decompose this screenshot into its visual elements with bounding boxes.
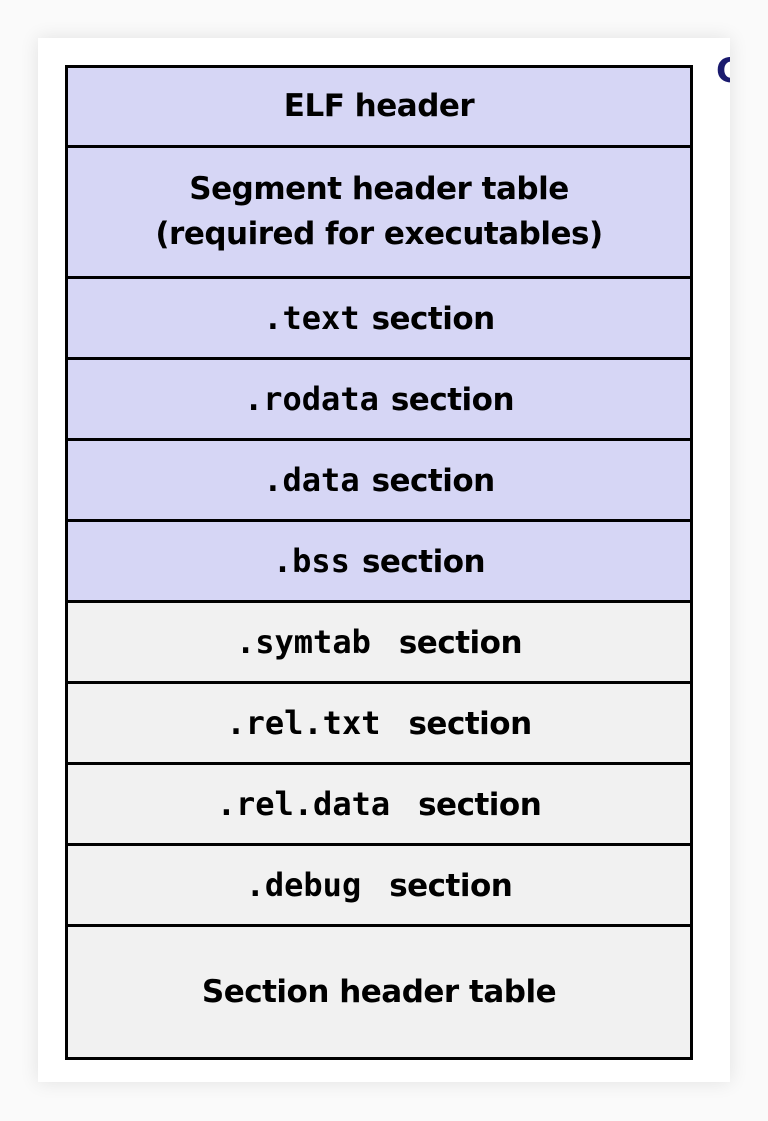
text-section-suffix: section: [371, 300, 496, 337]
elf-object-file-layout: ELF header Segment header table (require…: [65, 65, 693, 1060]
bss-section-name: .bss: [272, 541, 350, 580]
bss-section-suffix: section: [361, 543, 486, 580]
section-header-table-row: Section header table: [68, 927, 690, 1057]
symtab-section-suffix: section: [398, 624, 523, 661]
rel-txt-section-suffix: section: [408, 705, 532, 742]
text-section-name: .text: [263, 298, 360, 337]
rodata-section-name: .rodata: [243, 379, 379, 418]
rel-txt-section-row: .rel.txt section: [68, 684, 690, 765]
slide-card: C ELF header Segment header table (requi…: [38, 38, 730, 1082]
data-section-name: .data: [263, 460, 360, 499]
section-header-table-label: Section header table: [201, 973, 557, 1010]
segment-header-table-row: Segment header table (required for execu…: [68, 148, 690, 279]
symtab-section-row: .symtab section: [68, 603, 690, 684]
text-section-row: .text section: [68, 279, 690, 360]
rodata-section-row: .rodata section: [68, 360, 690, 441]
rel-data-section-suffix: section: [418, 786, 542, 823]
data-section-row: .data section: [68, 441, 690, 522]
debug-section-row: .debug section: [68, 846, 690, 927]
debug-section-name: .debug: [245, 865, 362, 904]
rodata-section-suffix: section: [390, 381, 515, 418]
symtab-section-name: .symtab: [235, 622, 371, 661]
rel-data-section-name: .rel.data: [216, 784, 391, 823]
rel-data-section-row: .rel.data section: [68, 765, 690, 846]
clipped-corner-text: C: [716, 51, 730, 91]
segment-header-table-note: (required for executables): [155, 216, 603, 252]
rel-txt-section-name: .rel.txt: [226, 703, 381, 742]
bss-section-row: .bss section: [68, 522, 690, 603]
elf-header-row: ELF header: [68, 68, 690, 148]
elf-header-label: ELF header: [283, 88, 475, 125]
data-section-suffix: section: [371, 462, 496, 499]
segment-header-table-label: Segment header table: [189, 171, 569, 208]
debug-section-suffix: section: [389, 867, 513, 904]
